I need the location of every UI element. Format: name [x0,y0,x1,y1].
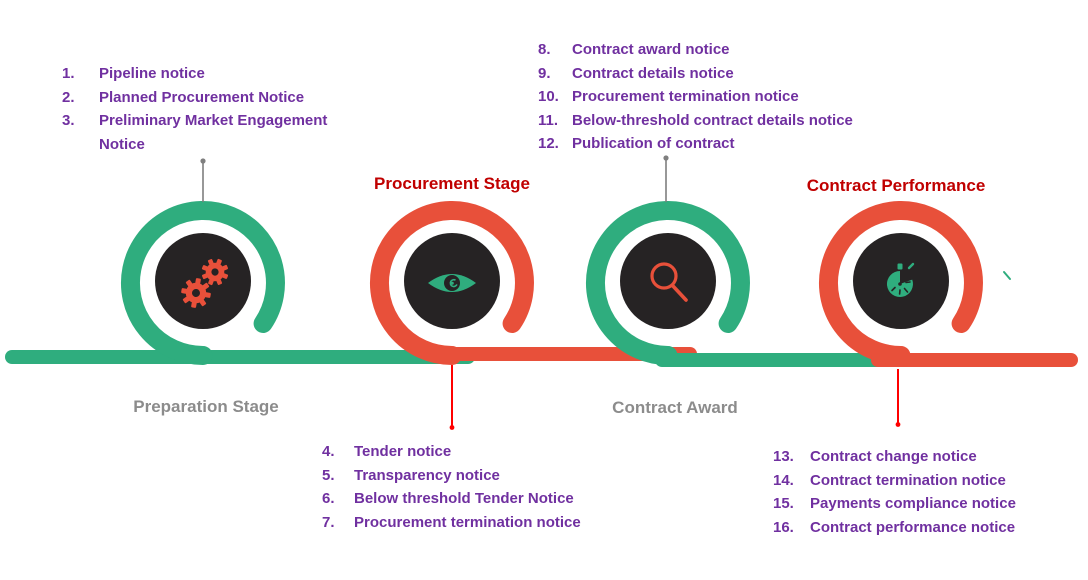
notice-label: Pipeline notice [99,65,205,82]
notice-number: 5. [322,466,335,484]
notice-item: 12. Publication of contract [538,132,853,156]
notice-number: 8. [538,41,551,58]
hub-performance [853,233,949,329]
preparation-notices-list: 1. Pipeline notice 2. Planned Procuremen… [62,62,371,156]
contract-performance-label: Contract Performance [806,176,986,195]
notice-label: Contract award notice [572,41,730,58]
magnifier-icon [650,262,688,302]
notice-number: 12. [538,135,559,152]
performance-notices-list: 13. Contract change notice 14. Contract … [773,445,1016,539]
notice-number: 11. [538,111,559,129]
notice-label: Contract change notice [810,448,977,465]
notice-number: 4. [322,443,335,460]
notice-label: Tender notice [354,443,452,460]
notice-number: 14. [773,471,794,489]
notice-number: 1. [62,65,75,82]
notice-item: 8. Contract award notice [538,38,853,62]
notice-item: 4. Tender notice [322,440,581,464]
notice-label: Transparency notice [354,466,500,484]
loop-ring-preparation [120,201,285,365]
notice-label: Publication of contract [572,135,735,152]
timer-icon [886,262,915,297]
contract-award-label: Contract Award [612,398,738,417]
notice-item: 7. Procurement termination notice [322,511,581,535]
eye-icon [428,274,476,292]
notice-item: 16. Contract performance notice [773,516,1016,540]
preparation-stage-label: Preparation Stage [133,397,279,416]
loop-ring-procurement [369,201,534,365]
notice-label: Contract performance notice [810,518,1016,536]
notice-number: 9. [538,64,551,82]
award-notices-list: 8. Contract award notice 9. Contract det… [538,38,853,156]
notice-item: 10. Procurement termination notice [538,85,853,109]
notice-item: 3. Preliminary Market Engagement Notice [62,109,371,156]
notice-item: 15. Payments compliance notice [773,492,1016,516]
notice-item: 9. Contract details notice [538,62,853,86]
notice-number: 2. [62,88,75,106]
notice-label: Planned Procurement Notice [99,88,305,106]
notice-number: 16. [773,518,794,536]
connector-performance [895,369,901,427]
connector-preparation [200,158,206,202]
notice-number: 10. [538,88,559,105]
hub-preparation [155,233,251,329]
notice-number: 6. [322,490,335,507]
notice-label: Preliminary Market Engagement Notice [99,112,328,153]
notice-number: 7. [322,513,335,531]
small-tick-mark [1003,271,1011,280]
loop-ring-performance [818,201,983,365]
hub-award [620,233,716,329]
notice-label: Below threshold Tender Notice [354,490,574,507]
notice-item: 5. Transparency notice [322,464,581,488]
procurement-notices-list: 4. Tender notice 5. Transparency notice … [322,440,581,534]
notice-item: 14. Contract termination notice [773,469,1016,493]
connector-award [663,155,669,202]
procurement-stage-label: Procurement Stage [374,174,530,193]
loop-ring-award [585,201,750,365]
notice-item: 11. Below-threshold contract details not… [538,109,853,133]
notice-item: 2. Planned Procurement Notice [62,86,371,110]
notice-label: Below-threshold contract details notice [572,111,853,129]
notice-label: Procurement termination notice [354,513,581,531]
notice-item: 1. Pipeline notice [62,62,371,86]
notice-number: 3. [62,112,75,129]
notice-label: Payments compliance notice [810,495,1016,512]
notice-label: Contract termination notice [810,471,1006,489]
notice-label: Procurement termination notice [572,88,799,105]
gears-icon [181,258,229,308]
notice-label: Contract details notice [572,64,734,82]
connector-procurement [449,365,455,430]
notice-number: 13. [773,448,794,465]
notice-item: 6. Below threshold Tender Notice [322,487,581,511]
notice-number: 15. [773,495,794,512]
notice-item: 13. Contract change notice [773,445,1016,469]
